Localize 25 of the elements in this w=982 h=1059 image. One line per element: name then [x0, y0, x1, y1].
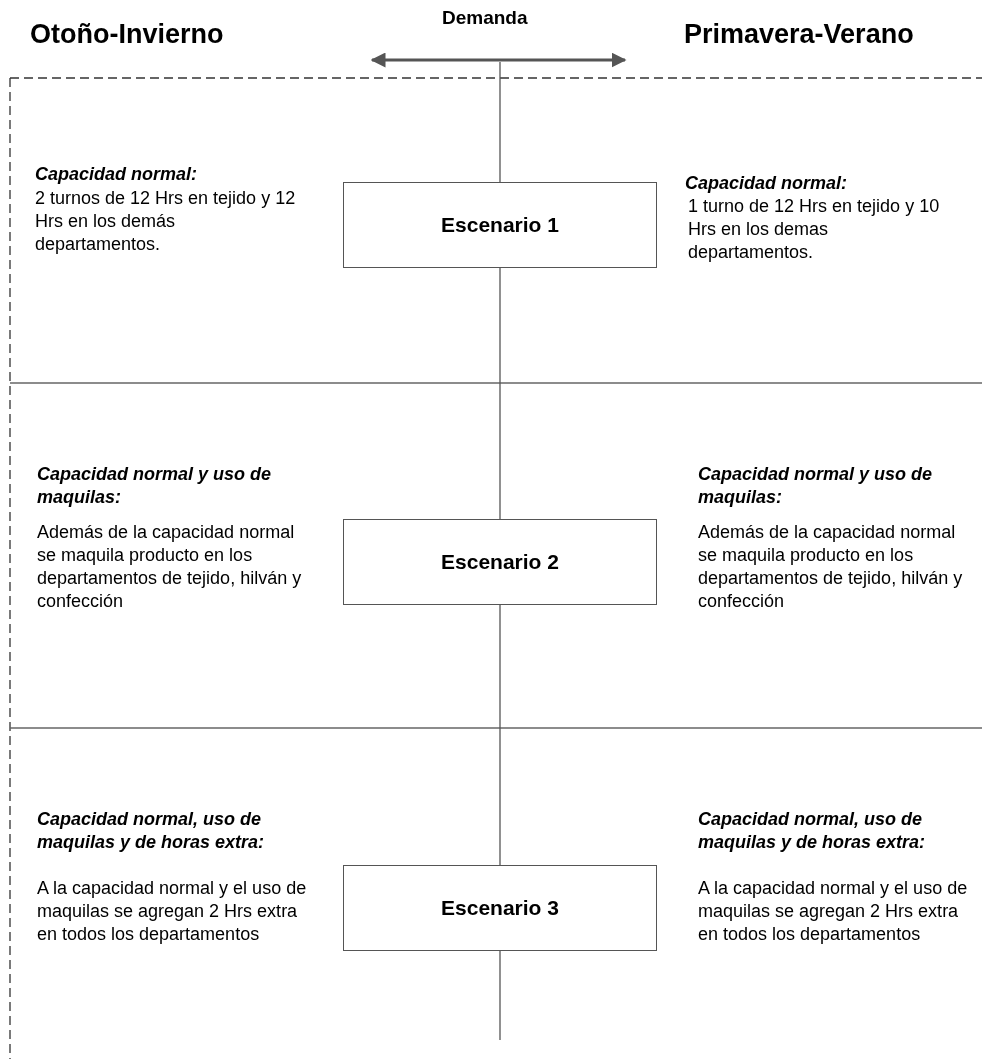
- scenario-box: [343, 519, 657, 605]
- scenario-title: Escenario 1: [441, 213, 559, 237]
- column-heading: Otoño-Invierno: [30, 18, 224, 50]
- scenario-description: Además de la capacidad normal se maquila producto en los departamentos de tejido, hilván y confección: [698, 521, 964, 613]
- scenario-heading: Capacidad normal:: [685, 172, 849, 195]
- scenario-title: Escenario 3: [441, 896, 559, 920]
- column-heading: Primavera-Verano: [684, 18, 914, 50]
- connector-line: [499, 604, 501, 866]
- scenario-description: 2 turnos de 12 Hrs en tejido y 12 Hrs en los demás departamentos.: [35, 187, 297, 256]
- scenario-title: Escenario 2: [441, 550, 559, 574]
- scenario-box: [343, 182, 657, 268]
- scenario-heading: Capacidad normal y uso de maquilas:: [698, 463, 934, 509]
- axis-label: Demanda: [442, 6, 528, 29]
- connector-line: [499, 61, 501, 183]
- connector-line: [499, 267, 501, 520]
- scenario-heading: Capacidad normal y uso de maquilas:: [37, 463, 273, 509]
- scenario-description: A la capacidad normal y el uso de maquilas se agregan 2 Hrs extra en todos los departamentos: [37, 877, 307, 946]
- scenario-description: 1 turno de 12 Hrs en tejido y 10 Hrs en los demas departamentos.: [688, 195, 941, 264]
- connector-line: [499, 950, 501, 1041]
- scenario-heading: Capacidad normal, uso de maquilas y de horas extra:: [698, 808, 927, 854]
- scenario-description: Además de la capacidad normal se maquila producto en los departamentos de tejido, hilván y confección: [37, 521, 303, 613]
- scenario-heading: Capacidad normal:: [35, 163, 199, 186]
- scenario-box: [343, 865, 657, 951]
- scenario-description: A la capacidad normal y el uso de maquilas se agregan 2 Hrs extra en todos los departamentos: [698, 877, 969, 946]
- scenario-heading: Capacidad normal, uso de maquilas y de horas extra:: [37, 808, 266, 854]
